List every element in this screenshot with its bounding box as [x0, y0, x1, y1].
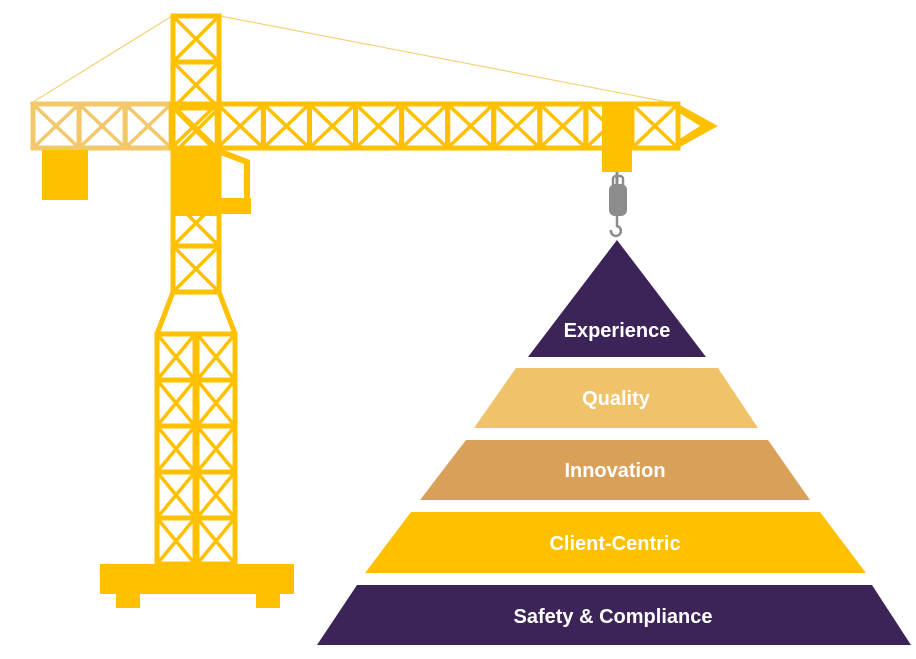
crane-hook	[609, 172, 627, 238]
crane-cab	[171, 150, 221, 216]
crane-foot-right	[256, 592, 280, 608]
tier-label-experience: Experience	[564, 320, 671, 342]
pyramid-tier-client-centric	[365, 512, 866, 573]
crane-foot-left	[116, 592, 140, 608]
pyramid-tier-quality	[474, 368, 758, 428]
crane-jib	[30, 101, 681, 151]
pyramid-tier-experience	[528, 240, 706, 357]
values-pyramid: Experience Quality Innovation Client-Cen…	[317, 240, 911, 645]
crane-cables	[29, 15, 679, 105]
tier-label-quality: Quality	[582, 388, 651, 410]
tower-crane-illustration	[29, 13, 718, 608]
crane-base	[100, 564, 294, 594]
tier-label-innovation: Innovation	[564, 460, 665, 482]
crane-trolley	[602, 104, 632, 172]
jib-tip	[678, 104, 718, 148]
tier-label-safety-compliance: Safety & Compliance	[514, 606, 713, 628]
crane-mast-lower	[154, 291, 238, 567]
counterweight	[42, 150, 88, 200]
tier-label-client-centric: Client-Centric	[549, 533, 680, 555]
pyramid-tier-innovation	[420, 440, 810, 500]
pyramid-tier-safety-compliance	[317, 585, 911, 645]
